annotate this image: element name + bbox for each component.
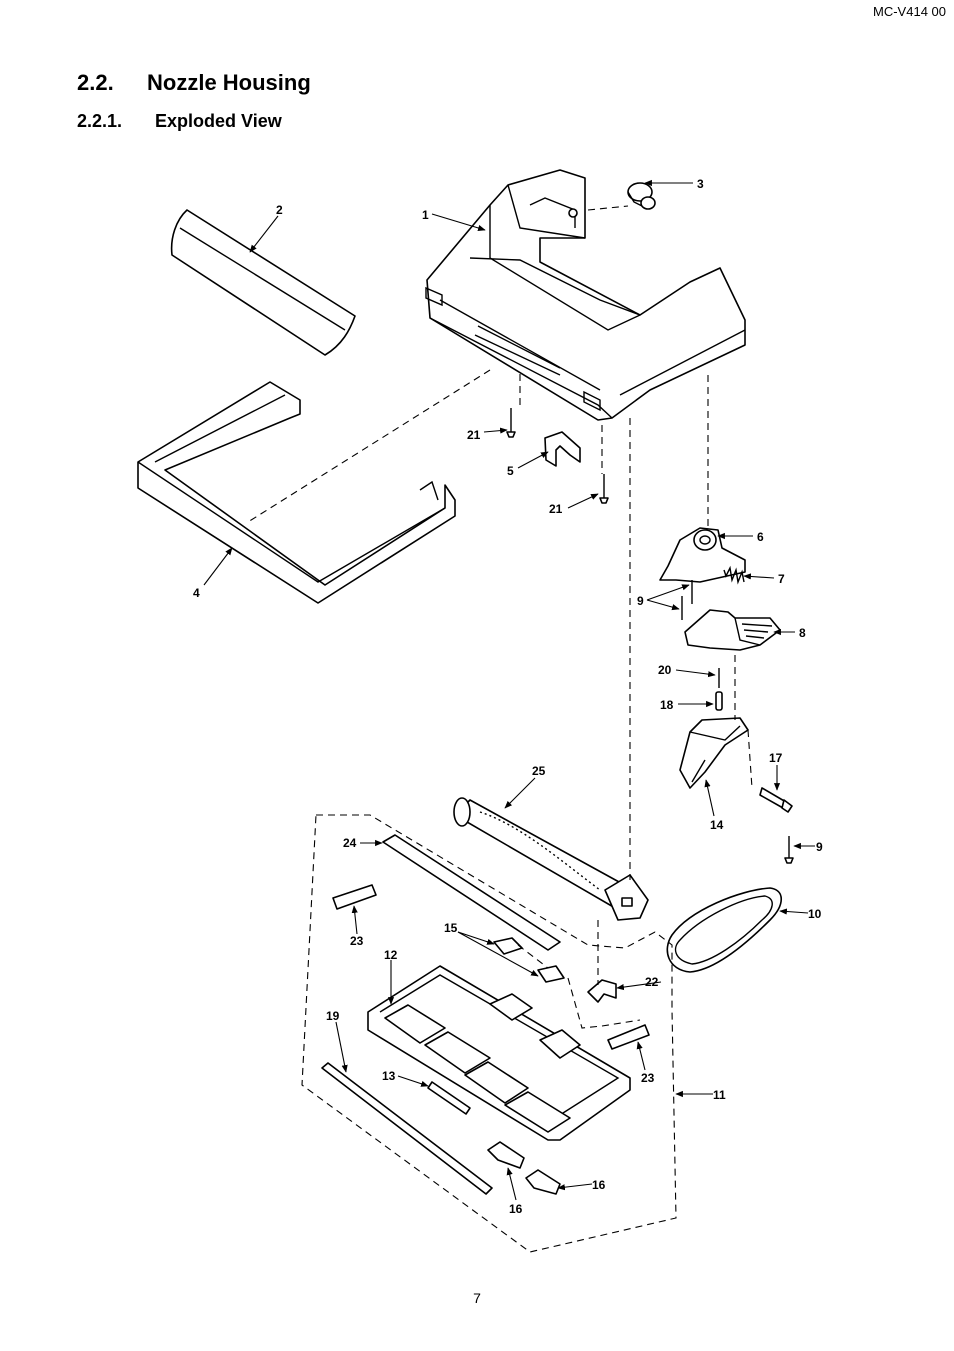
part-6-pedal-housing: [659, 527, 746, 583]
callout-2: 2: [276, 203, 283, 217]
section-title: Nozzle Housing: [147, 70, 311, 95]
subsection-number: 2.2.1.: [77, 111, 123, 131]
part-16-clips: [487, 1141, 561, 1195]
section-heading: 2.2. Nozzle Housing: [77, 70, 311, 96]
callout-21a: 21: [467, 428, 481, 442]
callout-10: 10: [808, 907, 822, 921]
callout-16a: 16: [509, 1202, 523, 1216]
callout-23a: 23: [350, 934, 364, 948]
callout-14: 14: [710, 818, 724, 832]
callout-20: 20: [658, 663, 672, 677]
part-4-bumper: [137, 381, 456, 604]
callout-labels: 1 2 3 4 5 6 7 8 9 9 10 11 12 13 14 15 16…: [193, 177, 823, 1216]
part-15-clips: [493, 937, 565, 983]
part-25-brush-roll: [453, 797, 649, 921]
page-number: 7: [473, 1290, 481, 1306]
callout-9b: 9: [816, 840, 823, 854]
callout-17: 17: [769, 751, 783, 765]
subsection-title: Exploded View: [155, 111, 282, 131]
callout-24: 24: [343, 836, 357, 850]
callout-22: 22: [645, 975, 659, 989]
part-5-bracket: [544, 431, 581, 467]
callout-3: 3: [697, 177, 704, 191]
callout-15: 15: [444, 921, 458, 935]
callout-7: 7: [778, 572, 785, 586]
callout-4: 4: [193, 586, 200, 600]
part-1-nozzle-housing: [425, 169, 746, 421]
callout-1: 1: [422, 208, 429, 222]
assembly-dashed-lines: [247, 205, 753, 1253]
callout-23b: 23: [641, 1071, 655, 1085]
part-17-shaft: [759, 787, 793, 813]
callout-21b: 21: [549, 502, 563, 516]
callout-18: 18: [660, 698, 674, 712]
leader-lines: [203, 179, 815, 1201]
document-code: MC-V414 00: [873, 4, 946, 19]
part-7-spring: [723, 565, 745, 585]
part-2-cover: [170, 209, 356, 356]
callout-16b: 16: [592, 1178, 606, 1192]
callout-6: 6: [757, 530, 764, 544]
part-22-bracket: [587, 979, 617, 1003]
callout-11: 11: [713, 1088, 726, 1102]
section-number: 2.2.: [77, 70, 114, 95]
part-18-pin: [715, 691, 723, 711]
subsection-heading: 2.2.1. Exploded View: [77, 111, 282, 132]
callout-25: 25: [532, 764, 546, 778]
part-9-screws: [681, 580, 794, 864]
part-24-strip: [382, 834, 561, 951]
part-13-strip: [427, 1081, 471, 1115]
callout-12: 12: [384, 948, 398, 962]
callout-5: 5: [507, 464, 514, 478]
part-23-pads: [332, 884, 650, 1050]
part-19-long-strip: [321, 1062, 493, 1195]
callout-9a: 9: [637, 594, 644, 608]
callout-13: 13: [382, 1069, 396, 1083]
part-12-base-plate: [367, 965, 631, 1141]
part-14-lever: [679, 717, 749, 789]
part-8-pedal: [684, 609, 781, 651]
part-21-screws: [506, 408, 609, 504]
callout-19: 19: [326, 1009, 340, 1023]
part-3-cap: [627, 182, 656, 210]
callout-8: 8: [799, 626, 806, 640]
part-10-belt: [666, 887, 783, 973]
